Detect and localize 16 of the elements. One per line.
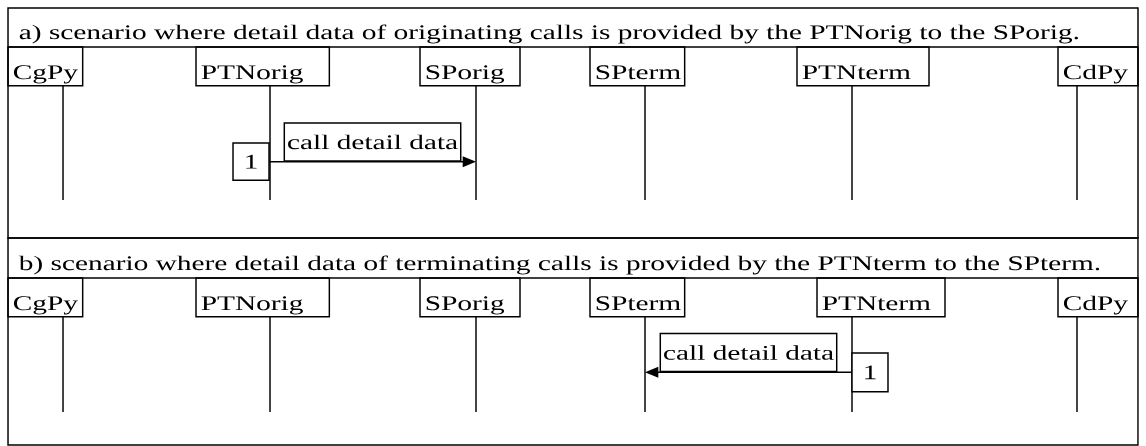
edge-label: call detail data [283,122,462,162]
step-box: 1 [851,352,889,393]
participant-box: SPterm [589,277,686,318]
step-box: 1 [232,142,270,182]
participant-box: PTNterm [796,46,930,87]
participant-box: PTNterm [816,277,946,318]
participant-box: SPorig [419,277,521,318]
participant-box: PTNorig [195,277,331,318]
participant-box: SPterm [589,46,686,87]
participant-box: CgPy [7,277,84,318]
edge-label: call detail data [659,332,838,373]
participant-box: CdPy [1057,46,1139,87]
participant-box: CgPy [7,46,84,87]
participant-box: PTNorig [195,46,331,87]
participant-box: CdPy [1057,277,1139,318]
participant-box: SPorig [419,46,521,87]
